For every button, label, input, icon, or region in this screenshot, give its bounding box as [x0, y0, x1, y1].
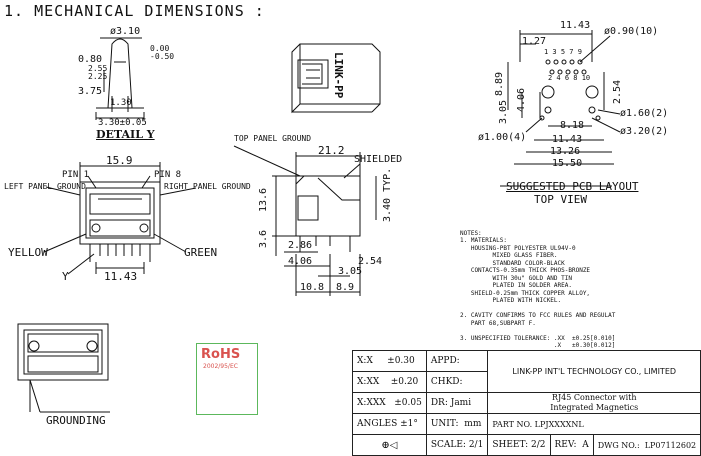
description: RJ45 Connector with Integrated Magnetics [487, 392, 701, 414]
pcb-dim-2: ø0.90(10) [604, 26, 659, 37]
pcb-layout-drawing [500, 30, 621, 187]
detail-y-dim-4: 2.55 [88, 64, 108, 73]
pcb-dim-13: 15.50 [552, 158, 583, 169]
notes-block: NOTES: 1. MATERIALS: HOUSING-PBT POLYEST… [460, 222, 615, 350]
pcb-caption: SUGGESTED PCB LAYOUT [506, 180, 639, 193]
shielded-label: SHIELDED [354, 154, 403, 165]
pcb-pins-top: 1 3 5 7 9 [544, 48, 582, 56]
pcb-dim-8: 8.18 [560, 120, 585, 131]
detail-y-drawing [95, 37, 145, 120]
pcb-dim-0: 11.43 [560, 20, 591, 31]
sheet: SHEET: 2/2 [487, 434, 551, 456]
desc-line-2: Integrated Magnetics [550, 403, 639, 412]
pcb-dim-11: 13.26 [550, 146, 581, 157]
iso-brand-text: LINK-PP [332, 52, 345, 99]
side-dim-c: 2.54 [358, 256, 383, 267]
green-label: GREEN [184, 246, 218, 259]
note-line: WITH 30u" GOLD AND TIN [460, 274, 572, 282]
pcb-dim-9: 11.43 [552, 134, 583, 145]
detail-y-title: DETAIL Y [96, 128, 155, 141]
pin-1-label: PIN 1 [62, 170, 90, 180]
pcb-dim-3: 8.89 [494, 71, 505, 96]
angles: ANGLES ±1° [352, 413, 427, 435]
projection-symbol: ⊕◁ [352, 434, 427, 456]
detail-y-dim-3: -0.50 [150, 52, 175, 61]
apvd: APPD: [425, 350, 489, 372]
detail-y-dim-8: 3.30±0.05 [98, 118, 147, 128]
company-name: LINK-PP INT'L TECHNOLOGY CO., LIMITED [487, 350, 701, 393]
note-line: CONTACTS-0.35mm THICK PHOS-BRONZE [460, 267, 591, 274]
pcb-dim-7: ø1.60(2) [620, 108, 669, 119]
note-line: 3. UNSPECIFIED TOLERANCE: .XX ±0.25[0.01… [460, 334, 616, 342]
pcb-pins-bottom: 2 4 6 8 10 [548, 74, 591, 82]
note-line: PLATED WITH NICKEL. [460, 297, 562, 304]
note-line: SHIELD-0.25mm THICK COPPER ALLOY, [460, 289, 591, 297]
pcb-dim-1: 1.27 [522, 36, 547, 47]
drawn-by: DR: Jami [425, 392, 489, 414]
side-dim-e: 10.8 [300, 282, 325, 293]
detail-y-dim-7: 1.30 [110, 98, 132, 108]
note-line: .X ±0.30[0.012] [460, 342, 616, 349]
front-view-drawing [43, 162, 197, 275]
tol-3: X:XXX ±0.05 [352, 392, 427, 414]
part-no: PART NO. LPJXXXXNL [487, 413, 701, 435]
side-dim-height: 13.6 [258, 187, 269, 212]
note-line: 2. CAVITY CONFIRMS TO FCC RULES AND REGU… [460, 312, 616, 319]
pcb-subcaption: TOP VIEW [534, 193, 587, 206]
front-dim-pitch: 11.43 [104, 270, 138, 283]
rohs-subtext: 2002/95/EC [203, 363, 238, 370]
detail-y-dim-6: 3.75 [78, 86, 103, 97]
tol-2: X:XX ±0.20 [352, 371, 427, 393]
left-panel-ground-label: LEFT PANEL GROUND [4, 182, 86, 191]
note-line: NOTES: [460, 229, 482, 237]
pcb-dim-12: ø1.00(4) [478, 132, 527, 143]
detail-y-callout: Y [62, 270, 69, 283]
note-line: PART 68,SUBPART F. [460, 319, 536, 327]
side-dim-length: 21.2 [318, 144, 345, 157]
front-dim-width: 15.9 [106, 154, 133, 167]
section-title: 1. MECHANICAL DIMENSIONS : [4, 2, 265, 20]
note-line: STANDARD COLOR-BLACK [460, 259, 565, 267]
side-dim-f: 8.9 [336, 282, 355, 293]
pcb-dim-10: ø3.20(2) [620, 126, 669, 137]
desc-line-1: RJ45 Connector with [551, 393, 637, 402]
detail-y-dim-0: ø3.10 [110, 26, 141, 37]
dwg-no: DWG NO.: LP07112602 [592, 434, 701, 456]
right-panel-ground-label: RIGHT PANEL GROUND [164, 182, 251, 191]
side-view-drawing [233, 145, 377, 296]
rohs-text: RoHS [201, 347, 241, 362]
note-line: MIXED GLASS FIBER. [460, 252, 558, 259]
grounding-label: GROUNDING [46, 414, 106, 427]
side-dim-a: 2.86 [288, 240, 313, 251]
detail-y-dim-5: 2.25 [88, 72, 108, 81]
note-line: HOUSING-PBT POLYESTER UL94V-0 [460, 244, 576, 252]
note-line: PLATED IN SOLDER AREA. [460, 282, 572, 289]
title-block: X:X ±0.30 APPD: LINK-PP INT'L TECHNOLOGY… [352, 350, 701, 456]
detail-y-dim-1: 0.80 [78, 54, 103, 65]
rohs-badge [196, 343, 258, 415]
pcb-dim-4: 3.05 [498, 99, 509, 124]
side-dim-b: 4.06 [288, 256, 313, 267]
tol-1: X:X ±0.30 [352, 350, 427, 372]
rev: REV: A [549, 434, 594, 456]
pcb-dim-6: 2.54 [612, 79, 623, 104]
unit: UNIT: mm [425, 413, 489, 435]
scale: SCALE: 2/1 [425, 434, 489, 456]
side-dim-bottom: 3.6 [258, 229, 269, 248]
side-dim-d: 3.05 [338, 266, 363, 277]
side-dim-typ: 3.40 TYP. [382, 167, 393, 222]
pcb-dim-5: 4.06 [516, 87, 527, 112]
iso-connector-drawing [291, 43, 381, 114]
detail-y-dim-2: 0.00 [150, 44, 170, 53]
grounding-drawing [17, 323, 110, 413]
yellow-label: YELLOW [8, 246, 48, 259]
note-line: 1. MATERIALS: [460, 237, 507, 244]
pin-8-label: PIN 8 [154, 170, 182, 180]
top-panel-ground-label: TOP PANEL GROUND [234, 134, 312, 143]
chkd: CHKD: [425, 371, 489, 393]
